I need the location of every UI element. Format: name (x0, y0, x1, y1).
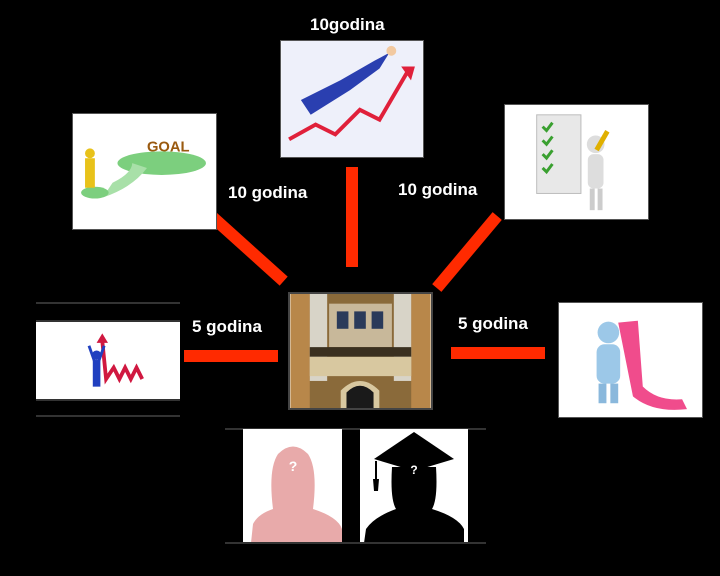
image-female-silhouette: ? (243, 429, 342, 543)
label-top: 10godina (310, 15, 385, 34)
svg-text:?: ? (410, 463, 417, 477)
connector-top (346, 167, 358, 267)
divider-left-top (36, 302, 180, 304)
divider-bottom-top (225, 428, 486, 430)
label-top-left: 10 godina (228, 183, 308, 202)
label-left: 5 godina (192, 317, 262, 336)
image-checklist (504, 104, 649, 220)
goal-text: GOAL (147, 139, 190, 155)
image-graduate-silhouette: ? (360, 429, 468, 543)
image-goal: GOAL (72, 113, 217, 230)
image-scroll-figure (558, 302, 703, 418)
image-rising-arrow (36, 320, 180, 401)
connector-left (184, 350, 278, 362)
svg-text:?: ? (289, 458, 298, 474)
image-university-building (288, 292, 433, 410)
label-top-right: 10 godina (398, 180, 478, 199)
connector-right (451, 347, 545, 359)
connector-top-left (208, 212, 288, 286)
image-flying-businessman (280, 40, 424, 158)
divider-bottom-bottom (225, 542, 486, 544)
divider-left-bottom (36, 415, 180, 417)
label-right: 5 godina (458, 314, 528, 333)
connector-top-right (432, 212, 502, 292)
